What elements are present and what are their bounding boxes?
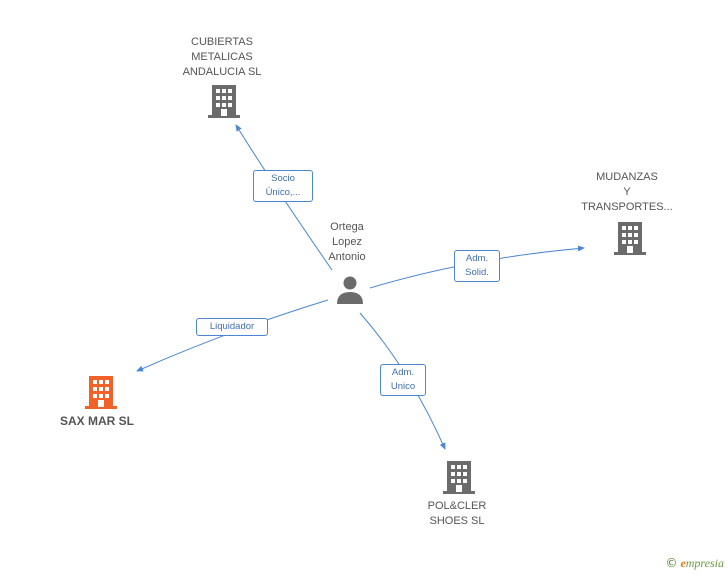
node-label-polcler[interactable]: POL&CLER SHOES SL xyxy=(407,499,507,529)
edge-label-line: Adm. xyxy=(465,253,489,264)
edge-label-line: Socio xyxy=(271,173,295,184)
node-label-line: METALICAS xyxy=(191,51,253,63)
edge-label-line: Liquidador xyxy=(209,321,255,332)
edge-label-liquidador[interactable]: Liquidador xyxy=(196,318,268,336)
node-label-line: POL&CLER xyxy=(427,500,487,512)
edge-label-socio[interactable]: Socio Único,... xyxy=(253,170,313,202)
brand-footer[interactable]: ©empresia xyxy=(665,556,724,571)
brand-initial: e xyxy=(680,556,686,570)
building-icon[interactable] xyxy=(208,85,240,118)
node-label-line: Ortega xyxy=(330,221,364,233)
edge-label-line: Solid. xyxy=(465,267,489,278)
edge-label-line: Adm. xyxy=(391,367,415,378)
person-icon[interactable] xyxy=(337,276,363,305)
node-label-line: ANDALUCIA SL xyxy=(182,66,262,78)
building-icon[interactable] xyxy=(614,222,646,255)
node-label-mudanzas[interactable]: MUDANZAS Y TRANSPORTES... xyxy=(567,170,687,215)
copyright-icon: © xyxy=(665,556,678,570)
node-label-line: MUDANZAS xyxy=(596,171,658,183)
node-label-line: Antonio xyxy=(328,251,366,263)
node-label-sax-mar[interactable]: SAX MAR SL xyxy=(47,414,147,429)
node-label-person[interactable]: Ortega Lopez Antonio xyxy=(307,220,387,265)
node-label-line: Lopez xyxy=(332,236,362,248)
edge-label-line: Único,... xyxy=(265,187,301,198)
node-label-line: CUBIERTAS xyxy=(191,36,253,48)
edge-label-adm-unico[interactable]: Adm. Unico xyxy=(380,364,426,396)
brand-name: mpresia xyxy=(685,556,724,570)
node-label-line: Y xyxy=(623,186,631,198)
node-label-line: SAX MAR SL xyxy=(59,414,134,428)
building-icon[interactable] xyxy=(443,461,475,494)
node-label-line: TRANSPORTES... xyxy=(581,201,673,213)
node-label-line: SHOES SL xyxy=(429,515,485,527)
building-icon[interactable] xyxy=(85,376,117,409)
edge-label-line: Unico xyxy=(390,381,416,392)
node-label-cubiertas[interactable]: CUBIERTAS METALICAS ANDALUCIA SL xyxy=(162,35,282,80)
edge-label-adm-solid[interactable]: Adm. Solid. xyxy=(454,250,500,282)
